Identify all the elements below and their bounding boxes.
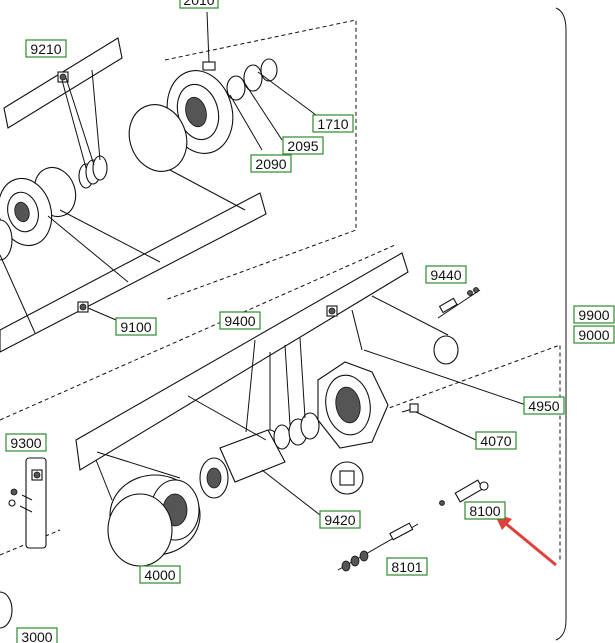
highlight-arrow — [494, 513, 557, 567]
callout-8101: 8101 — [386, 557, 428, 576]
callout-4950: 4950 — [523, 396, 565, 415]
edge-part-3000 — [0, 591, 13, 629]
upper-section-outline — [164, 19, 357, 301]
callout-9000: 9000 — [573, 325, 615, 344]
kit-bar-9400 — [75, 252, 409, 471]
seal-icon-9300 — [31, 469, 43, 481]
svg-text:9300: 9300 — [10, 435, 41, 451]
callout-9400: 9400 — [219, 311, 261, 330]
lower-section-outline — [369, 344, 561, 560]
svg-text:8101: 8101 — [391, 559, 422, 575]
kit-bar-9100 — [0, 192, 267, 353]
callout-9440: 9440 — [425, 265, 467, 284]
callout-9300: 9300 — [5, 433, 47, 452]
callout-9900: 9900 — [573, 305, 615, 324]
piston-9420 — [199, 429, 286, 499]
svg-text:4070: 4070 — [480, 433, 511, 449]
lower-left-outline — [0, 529, 61, 556]
svg-text:9440: 9440 — [430, 267, 461, 283]
callout-9210: 9210 — [25, 39, 67, 58]
small-parts-9300 — [8, 488, 18, 507]
svg-text:4000: 4000 — [144, 567, 175, 583]
callout-9100: 9100 — [115, 317, 157, 336]
seal-icon-9400 — [326, 305, 338, 317]
svg-text:3000: 3000 — [21, 629, 52, 643]
callout-1710: 1710 — [312, 114, 354, 133]
svg-text:9900: 9900 — [578, 307, 609, 323]
screw-4070 — [401, 403, 419, 413]
ring-2095 — [243, 64, 263, 92]
svg-text:4950: 4950 — [528, 398, 559, 414]
oring-4000 — [107, 493, 173, 567]
pump-housing — [317, 361, 389, 449]
oring-2090 — [226, 75, 246, 101]
callout-8100: 8100 — [464, 501, 506, 520]
seal-icon-9100 — [77, 301, 89, 313]
edge-disc — [0, 219, 13, 261]
svg-text:9000: 9000 — [578, 327, 609, 343]
ring-1710 — [260, 58, 278, 82]
plunger-8100 — [439, 479, 489, 506]
svg-text:2090: 2090 — [255, 156, 286, 172]
callout-4070: 4070 — [475, 431, 517, 450]
svg-text:1710: 1710 — [317, 116, 348, 132]
callout-2090: 2090 — [250, 154, 292, 173]
bolt-2010 — [202, 11, 216, 71]
callout-2095: 2095 — [282, 136, 324, 155]
assembly-bracket — [555, 7, 567, 641]
callout-4000: 4000 — [139, 565, 181, 584]
svg-text:9100: 9100 — [120, 319, 151, 335]
svg-text:2095: 2095 — [287, 138, 318, 154]
middle-section-outline — [0, 244, 396, 421]
screw-8101 — [337, 522, 419, 572]
piston-disc — [0, 177, 53, 247]
seal-icon-9210 — [57, 71, 69, 83]
svg-text:9420: 9420 — [324, 512, 355, 528]
svg-text:9210: 9210 — [30, 41, 61, 57]
spring-stack — [78, 155, 108, 189]
callout-9420: 9420 — [319, 510, 361, 529]
oring-4950 — [433, 335, 459, 365]
svg-text:8100: 8100 — [469, 503, 500, 519]
callout-3000: 3000 — [16, 627, 58, 643]
callout-2010: 2010 — [179, 0, 219, 9]
valve-9440 — [437, 287, 481, 319]
seal-highlight — [330, 461, 364, 495]
svg-text:9400: 9400 — [224, 313, 255, 329]
svg-text:2010: 2010 — [183, 0, 214, 8]
large-oring — [128, 104, 188, 172]
